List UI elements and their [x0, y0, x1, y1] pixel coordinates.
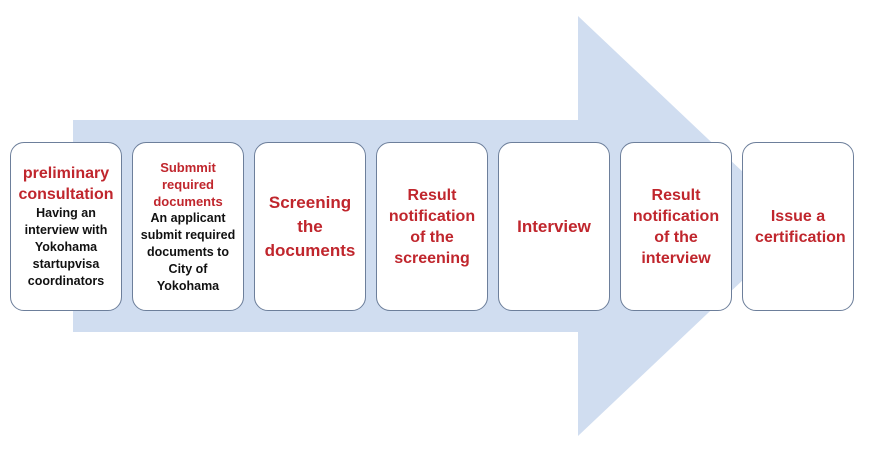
- step-title: Interview: [517, 216, 591, 236]
- step-title: Issue a certification: [755, 207, 846, 246]
- step-title: Result notification of the interview: [632, 186, 720, 267]
- step-result-interview: Result notification of the interview: [620, 142, 732, 311]
- step-description: An applicant submit required documents t…: [140, 210, 236, 293]
- step-screening-documents: Screening the documents: [254, 142, 366, 311]
- step-interview: Interview: [498, 142, 610, 311]
- step-title: preliminary consultation: [18, 165, 114, 203]
- step-title: Screening the documents: [264, 192, 356, 260]
- step-preliminary-consultation: preliminary consultation Having an inter…: [10, 142, 122, 311]
- step-result-screening: Result notification of the screening: [376, 142, 488, 311]
- step-title: Submmit required documents: [153, 159, 223, 209]
- step-description: Having an interview with Yokohama startu…: [24, 206, 108, 288]
- step-submit-documents: Submmit required documents An applicant …: [132, 142, 244, 311]
- step-title: Result notification of the screening: [388, 186, 476, 267]
- step-issue-certification: Issue a certification: [742, 142, 854, 311]
